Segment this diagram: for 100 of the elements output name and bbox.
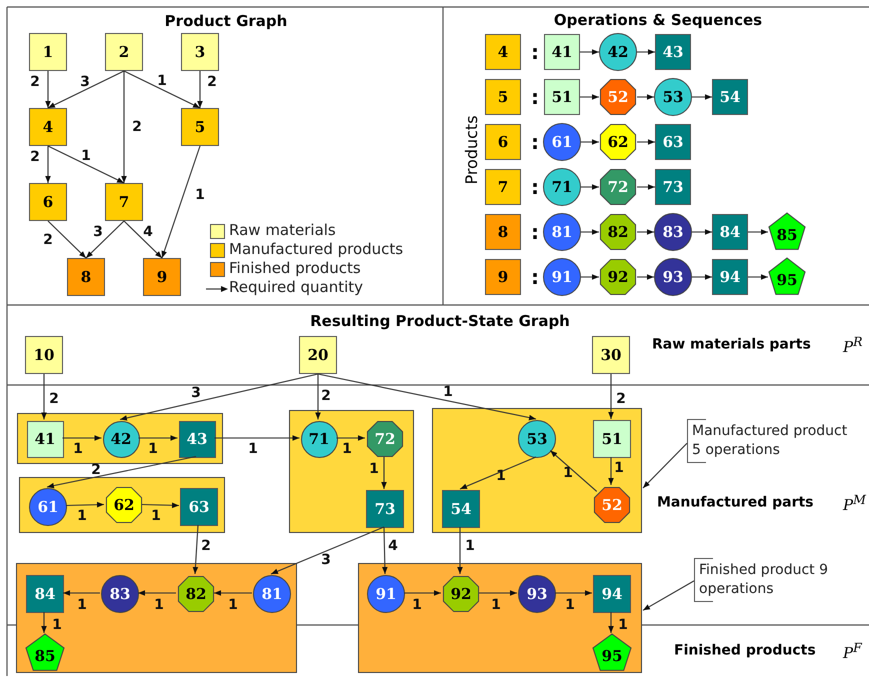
legend-label: Manufactured products: [229, 241, 404, 258]
node-number: 20: [308, 348, 328, 362]
quantity-label: 2: [321, 389, 331, 403]
arrow: [120, 373, 318, 421]
quantity-label: 2: [30, 150, 40, 164]
legend-label: Required quantity: [229, 279, 364, 296]
operation-circle: [29, 488, 67, 526]
quantity-label: 1: [496, 469, 506, 483]
quantity-label: 1: [157, 74, 167, 88]
node-number: 9: [156, 270, 168, 284]
operation-pentagon: [25, 634, 65, 672]
node-number: 41: [34, 432, 56, 446]
node-number: 72: [374, 432, 396, 446]
node-number: 53: [526, 432, 548, 446]
node-number: 6: [42, 194, 54, 210]
node-number: 43: [186, 432, 208, 446]
node-number: 71: [552, 180, 572, 194]
process-box: [485, 259, 521, 295]
arrow: [748, 229, 768, 235]
legend-label: Finished products: [229, 260, 361, 276]
arrow: [581, 139, 599, 145]
arrow: [124, 220, 162, 258]
process-box: [593, 575, 631, 613]
quantity-label: 1: [565, 598, 575, 612]
quantity-label: 1: [563, 466, 573, 480]
quantity-label: 3: [321, 553, 331, 567]
arrow: [142, 502, 180, 508]
arrow: [214, 590, 252, 596]
arrow: [382, 526, 388, 574]
quantity-label: 1: [154, 598, 164, 612]
arrow: [197, 71, 203, 108]
arrow: [63, 590, 100, 596]
leader-line: [642, 442, 688, 488]
node-number: 91: [552, 270, 572, 284]
process-box: [105, 183, 143, 221]
arrow: [550, 450, 598, 492]
process-box: [29, 33, 67, 71]
quantity-label: 1: [151, 509, 161, 523]
operation-pentagon: [768, 258, 806, 296]
node-number: 83: [110, 586, 130, 602]
node-number: 54: [720, 90, 740, 104]
node-number: 91: [376, 586, 396, 602]
quantity-label: 1: [618, 618, 628, 632]
process-box: [180, 488, 218, 526]
operation-circle: [367, 575, 405, 613]
operation-circle: [543, 258, 581, 296]
operation-octagon: [599, 78, 637, 116]
node-number: 53: [662, 90, 684, 104]
quantity-label: 1: [195, 188, 205, 202]
operation-octagon: [442, 575, 480, 613]
arrow: [637, 94, 654, 100]
node-number: 10: [34, 348, 54, 362]
quantity-label: 2: [43, 233, 53, 247]
leader-line: [642, 580, 694, 611]
arrow: [608, 457, 614, 485]
node-number: 1: [42, 44, 54, 60]
operation-circle: [543, 213, 581, 251]
separator-colon: :: [531, 131, 539, 153]
row-heading: Manufactured parts: [657, 495, 814, 511]
row-heading: Raw materials parts: [652, 337, 811, 353]
arrow: [270, 526, 384, 574]
set-symbol: P$^{R}$: [843, 334, 863, 356]
node-number: 93: [526, 586, 548, 602]
separator-colon: :: [531, 266, 539, 288]
operation-group-panel: [289, 410, 414, 533]
node-number: 5: [194, 120, 206, 134]
arrow: [48, 70, 124, 108]
separator-colon: :: [531, 176, 539, 198]
arrow: [580, 94, 599, 100]
quantity-label: 1: [77, 509, 87, 523]
quantity-label: 1: [491, 598, 501, 612]
operation-circle: [599, 33, 637, 71]
quantity-label: 1: [73, 442, 83, 456]
node-number: 84: [720, 224, 740, 240]
operation-circle: [543, 168, 581, 206]
arrow: [637, 49, 655, 55]
quantity-label: 1: [228, 598, 238, 612]
operation-octagon: [599, 168, 637, 206]
operation-circle: [300, 420, 338, 458]
node-number: 82: [186, 586, 206, 602]
node-number: 85: [776, 228, 798, 242]
quantity-label: 3: [191, 386, 201, 400]
quantity-label: 4: [143, 225, 153, 239]
arrow: [138, 590, 176, 596]
node-number: 81: [552, 224, 572, 240]
section-title: Resulting Product-State Graph: [310, 312, 570, 330]
arrow: [41, 612, 47, 633]
section-title: Product Graph: [164, 12, 288, 30]
process-box: [105, 33, 143, 71]
operation-circle: [518, 575, 556, 613]
operation-circle: [654, 258, 692, 296]
node-number: 61: [38, 500, 58, 514]
process-box: [25, 336, 63, 374]
operation-octagon: [366, 420, 404, 458]
arrow: [138, 435, 178, 441]
row-heading: Finished products: [674, 643, 816, 659]
process-box: [544, 79, 580, 115]
callout-text: Manufactured product 5 operations: [692, 422, 848, 460]
process-box: [712, 79, 748, 115]
node-number: 82: [608, 224, 628, 240]
